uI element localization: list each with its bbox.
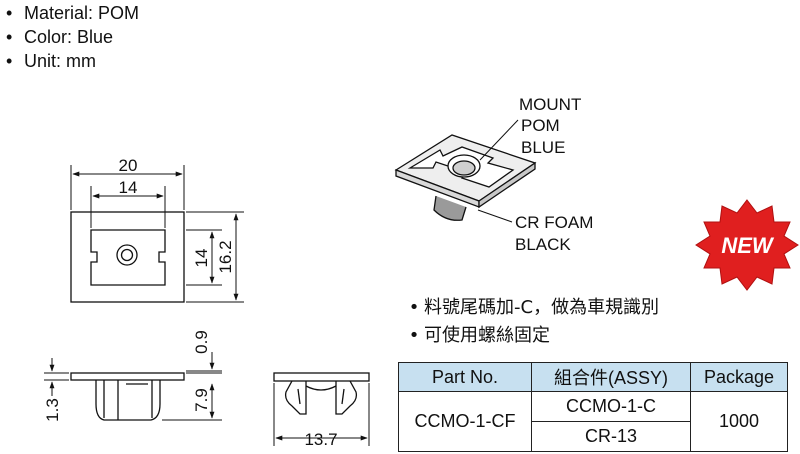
bullet: • [6,51,13,71]
top-view-hole-outer [116,244,138,266]
callout-mount-line2: POM [521,116,560,135]
front-view-plate [273,372,370,382]
side-view-body [95,380,161,421]
dim-13-7: 13.7 [304,430,337,449]
header-assy: 組合件(ASSY) [531,362,691,392]
top-view-outline [70,211,185,303]
cell-package: 1000 [690,391,788,452]
dim-14-width: 14 [119,178,138,197]
top-view [70,211,185,303]
top-view-hole-inner [120,248,134,262]
callout-mount-line1: MOUNT [519,95,581,114]
bullet: • [408,325,420,346]
spec-material: • Material: POM [6,1,139,25]
spec-list: • Material: POM • Color: Blue • Unit: mm [6,1,139,73]
front-view [273,372,370,415]
dim-7-9: 7.9 [192,388,211,412]
table-header-row: Part No. 組合件(ASSY) Package [398,362,788,392]
spec-color: • Color: Blue [6,25,139,49]
note-item: •料號尾碼加-C，做為車規識別 [404,294,659,322]
spec-material-text: Material: POM [24,3,140,23]
note-text: 可使用螺絲固定 [424,325,550,346]
spec-unit: • Unit: mm [6,49,139,73]
dim-1-3: 1.3 [43,398,62,422]
dim-20: 20 [119,156,138,175]
cell-assy-1: CCMO-1-C [531,391,691,422]
dim-16-2: 16.2 [216,240,235,273]
side-view [70,372,185,421]
isometric-view [394,134,537,221]
table-row: CCMO-1-CF CCMO-1-C 1000 [398,391,788,452]
notes-list: •料號尾碼加-C，做為車規識別 •可使用螺絲固定 [404,294,659,350]
spec-unit-text: Unit: mm [24,51,96,71]
callout-foam-line1: CR FOAM [515,213,593,232]
callout-mount-line3: BLUE [521,138,565,157]
dim-14-height: 14 [192,249,211,268]
table-row: CR-13 [399,421,788,452]
bullet: • [408,297,420,318]
front-view-right-clip [335,380,358,415]
note-item: •可使用螺絲固定 [404,322,659,350]
cell-part-no: CCMO-1-CF [398,391,532,452]
bullet: • [6,27,13,47]
new-badge: NEW [695,199,799,291]
dim-0-9: 0.9 [192,330,211,354]
spec-color-text: Color: Blue [24,27,114,47]
callout-foam-line2: BLACK [515,235,571,254]
top-view-inner-pad [90,229,166,286]
cell-assy-2: CR-13 [531,421,691,452]
iso-foam [433,195,467,221]
front-view-left-clip [284,380,307,415]
badge-starburst [695,199,799,291]
header-part-no: Part No. [398,362,532,392]
note-text: 料號尾碼加-C，做為車規識別 [424,297,660,318]
header-package: Package [690,362,788,392]
bullet: • [6,3,13,23]
part-table: Part No. 組合件(ASSY) Package CCMO-1-CF CCM… [398,362,788,452]
side-view-plate [70,372,185,381]
badge-text: NEW [721,233,775,258]
